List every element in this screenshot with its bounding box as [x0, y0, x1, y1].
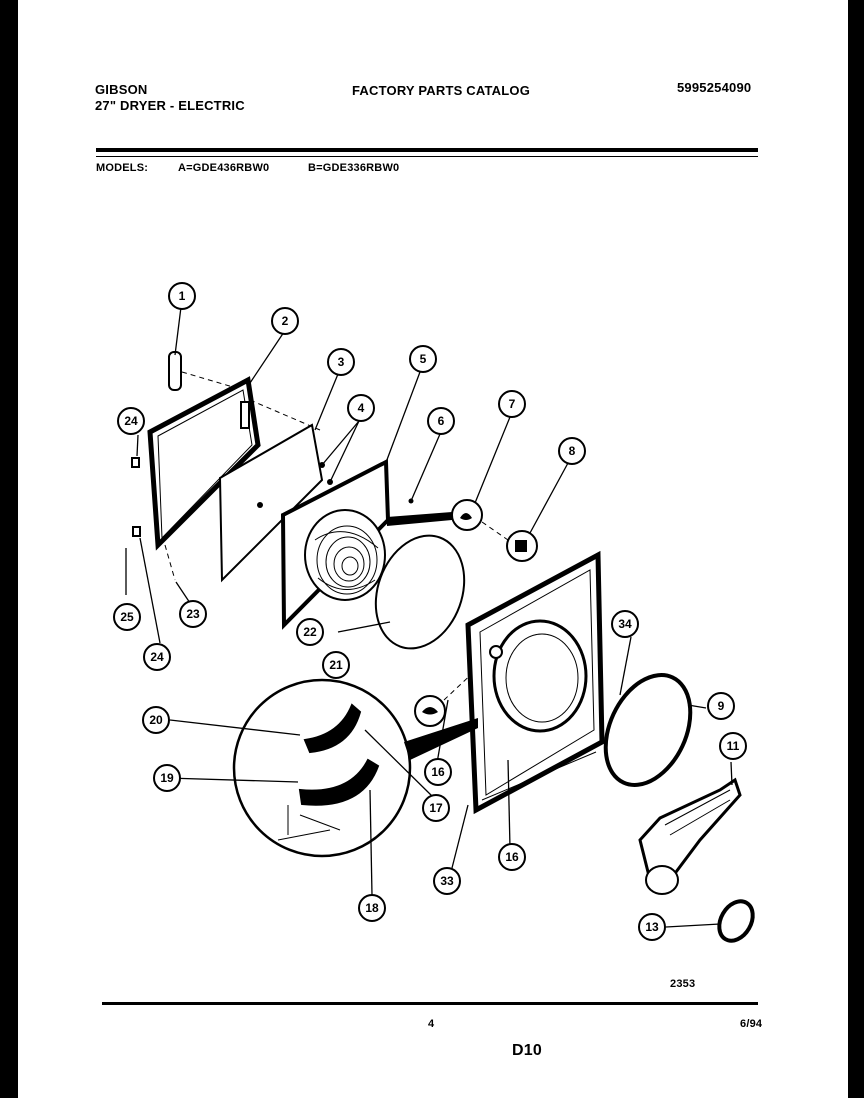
- callout-16a: 16: [424, 758, 452, 786]
- svg-text:7: 7: [509, 397, 516, 411]
- lint-duct-part: [638, 777, 742, 895]
- door-liner-part: [280, 458, 391, 630]
- callout-22: 22: [296, 618, 324, 646]
- callout-24b: 24: [143, 643, 171, 671]
- callout-18: 18: [358, 894, 386, 922]
- parts-catalog-page: GIBSON 27" DRYER - ELECTRIC FACTORY PART…: [18, 0, 848, 1098]
- callout-17: 17: [422, 794, 450, 822]
- callout-7: 7: [498, 390, 526, 418]
- svg-text:8: 8: [569, 444, 576, 458]
- callout-11: 11: [719, 732, 747, 760]
- page-number: 4: [428, 1018, 435, 1030]
- latch-detail-bubble: [481, 521, 538, 562]
- catalog-title: FACTORY PARTS CATALOG: [352, 83, 531, 98]
- svg-text:21: 21: [329, 658, 343, 672]
- model-b: B=GDE336RBW0: [308, 162, 400, 174]
- svg-text:34: 34: [618, 617, 632, 631]
- svg-text:16: 16: [431, 765, 445, 779]
- svg-text:24: 24: [124, 414, 138, 428]
- models-label: MODELS:: [96, 162, 149, 174]
- callout-1: 1: [168, 282, 196, 310]
- svg-text:4: 4: [358, 401, 365, 415]
- front-ring-part: [603, 673, 693, 787]
- svg-text:2: 2: [282, 314, 289, 328]
- svg-text:20: 20: [149, 713, 163, 727]
- svg-text:6: 6: [438, 414, 445, 428]
- brand-label: GIBSON: [95, 82, 148, 97]
- callout-6: 6: [427, 407, 455, 435]
- inner-door-panel-part: [218, 399, 324, 583]
- front-panel-part: [465, 550, 605, 815]
- callout-2: 2: [271, 307, 299, 335]
- svg-text:3: 3: [338, 355, 345, 369]
- callout-33: 33: [433, 867, 461, 895]
- callout-16b: 16: [498, 843, 526, 871]
- callout-13: 13: [638, 913, 666, 941]
- callout-4: 4: [347, 394, 375, 422]
- svg-text:33: 33: [440, 874, 454, 888]
- svg-text:25: 25: [120, 610, 134, 624]
- hinge-detail-bubble: [387, 499, 483, 531]
- callout-9: 9: [707, 692, 735, 720]
- callout-5: 5: [409, 345, 437, 373]
- exploded-parts-diagram: 1 2 3 4 5 6 7 8 24 25 23 22 24 34 21 9 2…: [113, 282, 755, 943]
- svg-text:23: 23: [186, 607, 200, 621]
- callout-23: 23: [179, 600, 207, 628]
- revision-date: 6/94: [740, 1018, 763, 1030]
- section-code: D10: [512, 1042, 542, 1059]
- model-a: A=GDE436RBW0: [178, 162, 270, 174]
- outer-door-panel-part: [147, 376, 261, 551]
- footer-rule: [102, 1002, 758, 1005]
- drawing-number: 2353: [670, 978, 696, 990]
- callout-20: 20: [142, 706, 170, 734]
- leader-lines: [136, 306, 733, 928]
- hinge-hardware-part: [125, 457, 176, 595]
- door-gasket-part: [374, 534, 466, 650]
- callout-19: 19: [153, 764, 181, 792]
- svg-text:22: 22: [303, 625, 317, 639]
- svg-text:18: 18: [365, 901, 379, 915]
- svg-text:17: 17: [429, 801, 443, 815]
- svg-text:19: 19: [160, 771, 174, 785]
- svg-text:24: 24: [150, 650, 164, 664]
- callout-3: 3: [327, 348, 355, 376]
- callout-34: 34: [611, 610, 639, 638]
- product-label: 27" DRYER - ELECTRIC: [95, 98, 245, 113]
- duct-seal-part: [717, 899, 755, 943]
- svg-text:1: 1: [179, 289, 186, 303]
- svg-text:5: 5: [420, 352, 427, 366]
- callout-21: 21: [322, 651, 350, 679]
- callout-25: 25: [113, 603, 141, 631]
- svg-text:11: 11: [727, 739, 740, 753]
- svg-text:9: 9: [718, 699, 725, 713]
- svg-text:13: 13: [645, 920, 659, 934]
- strike-detail-bubble: [414, 667, 479, 727]
- callout-24a: 24: [117, 407, 145, 435]
- catalog-number: 5995254090: [677, 80, 752, 95]
- header-rule-thin: [96, 156, 758, 157]
- callout-8: 8: [558, 437, 586, 465]
- svg-text:16: 16: [505, 850, 519, 864]
- header-rule-thick: [96, 148, 758, 152]
